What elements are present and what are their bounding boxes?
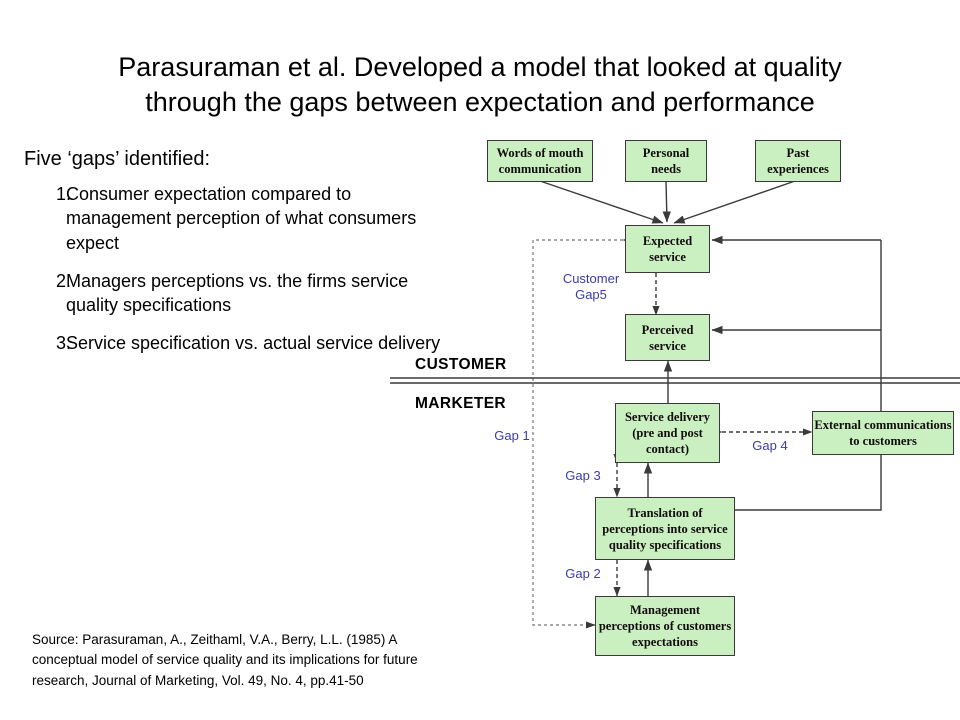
node-line: to customers <box>849 434 917 448</box>
node-translation: Translation of perceptions into service … <box>595 497 735 560</box>
list-item-label: Managers perceptions vs. the firms servi… <box>66 270 409 316</box>
gap-label-gap-2: Gap 2 <box>565 566 601 581</box>
node-line: External communications <box>814 418 952 432</box>
gaps-lead-text: Five ‘gaps’ identified: <box>24 148 211 170</box>
node-external-communications: External communications to customers <box>812 411 954 455</box>
node-line: experiences <box>767 162 829 176</box>
gap-label-line: Customer <box>562 271 620 286</box>
node-line: Expected <box>642 234 693 248</box>
node-line: Words of mouth <box>496 146 584 160</box>
gaps-list: 1. Consumer expectation compared to mana… <box>24 182 444 370</box>
list-item-label: Service specification vs. actual service… <box>66 333 441 354</box>
node-expected-service: Expected service <box>625 225 710 273</box>
node-line: contact) <box>645 442 690 456</box>
node-line: perceptions of customers <box>598 619 732 633</box>
page-title-line-2: through the gaps between expectation and… <box>145 86 815 117</box>
node-line: Past <box>786 146 810 160</box>
node-line: expectations <box>632 635 698 649</box>
node-line: service <box>649 250 686 264</box>
node-service-delivery: Service delivery (pre and post contact) <box>615 403 720 463</box>
page-title: Parasuraman et al. Developed a model tha… <box>60 50 900 119</box>
list-item-number: 3. <box>56 333 72 354</box>
list-item-label: Consumer expectation compared to managem… <box>66 184 417 253</box>
node-line: Management <box>629 603 701 617</box>
node-line: service <box>649 338 686 353</box>
list-item-number: 2. <box>56 270 72 291</box>
node-words-of-mouth: Words of mouth communication <box>487 140 593 182</box>
node-line: perceptions into service <box>602 521 728 536</box>
list-item: 2. Managers perceptions vs. the firms se… <box>24 269 444 318</box>
edge-personal-to-expected <box>662 180 671 223</box>
edge-past-to-expected <box>673 180 796 224</box>
source-citation: Source: Parasuraman, A., Zeithaml, V.A.,… <box>32 632 418 688</box>
list-item-number: 1. <box>56 184 72 204</box>
gap-label-gap-3: Gap 3 <box>565 468 601 483</box>
node-line: Translation of <box>627 505 703 520</box>
gap-label-gap-1: Gap 1 <box>494 428 530 443</box>
node-line: (pre and post <box>632 426 703 440</box>
node-line: communication <box>498 162 582 176</box>
node-past-experiences: Past experiences <box>755 140 841 182</box>
gap-label-gap-4: Gap 4 <box>752 438 788 453</box>
node-line: Perceived <box>641 322 694 337</box>
page-title-line-1: Parasuraman et al. Developed a model tha… <box>118 52 842 82</box>
edge-words-to-expected <box>539 180 664 224</box>
gap-label-customer-gap5: Customer Gap5 <box>548 271 634 303</box>
list-item: 1. Consumer expectation compared to mana… <box>24 182 444 255</box>
side-label-customer: CUSTOMER <box>415 356 507 373</box>
list-item: 3. Service specification vs. actual serv… <box>24 331 444 355</box>
node-line: needs <box>651 162 681 176</box>
node-line: quality specifications <box>608 537 722 552</box>
edge-translation-to-external <box>735 448 882 511</box>
node-personal-needs: Personal needs <box>625 140 707 182</box>
side-label-marketer: MARKETER <box>415 395 507 412</box>
node-line: Personal <box>642 146 690 160</box>
node-perceived-service: Perceived service <box>625 314 710 361</box>
node-management-perceptions: Management perceptions of customers expe… <box>595 596 735 656</box>
gap-label-line: Gap5 <box>575 286 607 302</box>
node-line: Service delivery <box>624 410 711 424</box>
customer-marketer-divider <box>390 377 960 384</box>
